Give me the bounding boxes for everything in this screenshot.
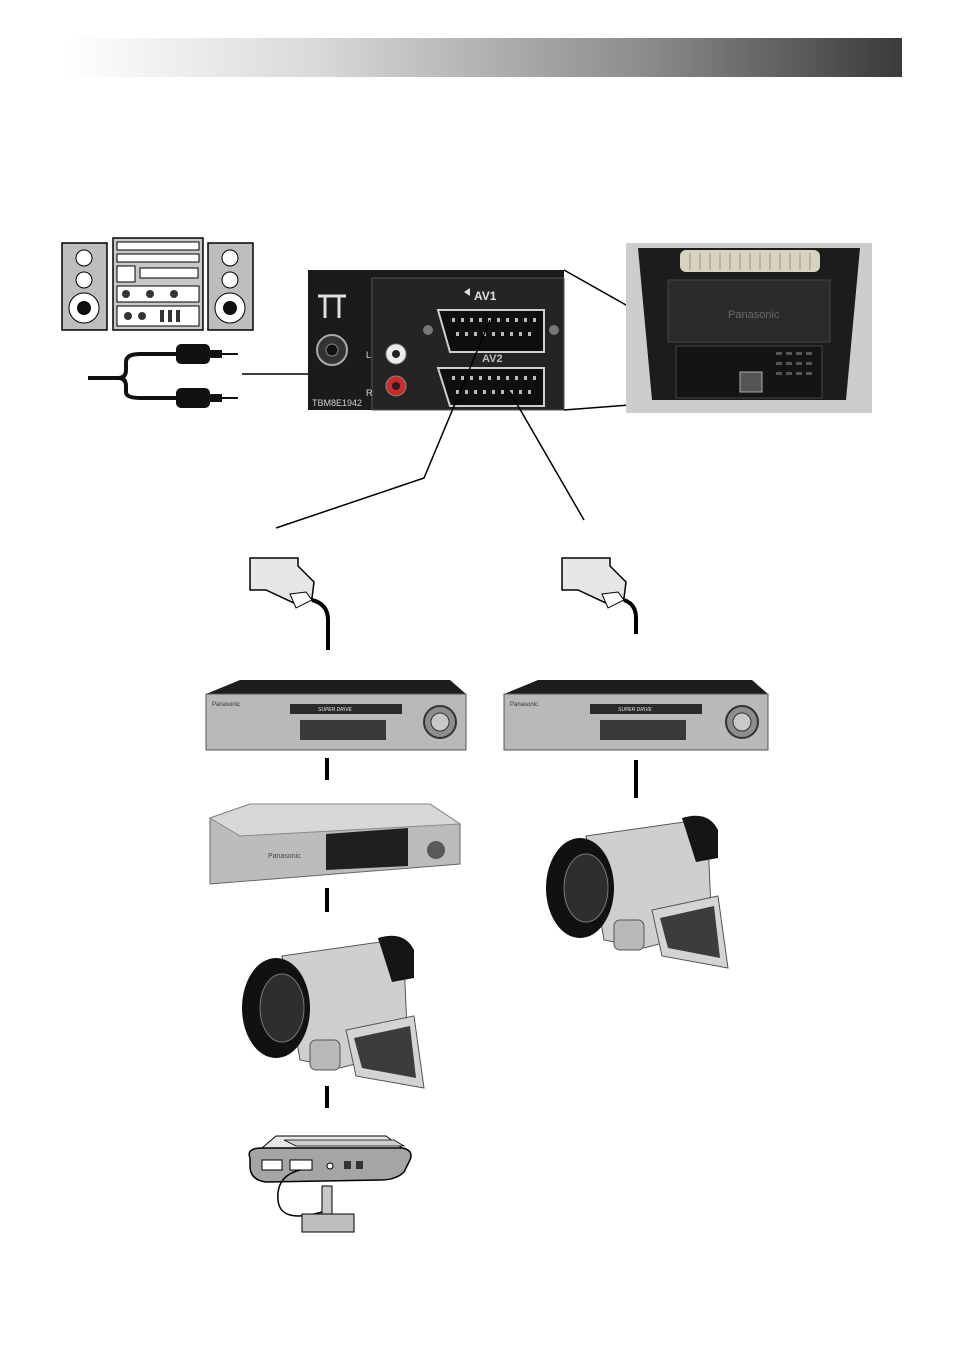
leader-line-av2 — [510, 392, 584, 520]
satellite-brand: Panasonic — [268, 853, 301, 860]
scart-plug-av1 — [250, 558, 328, 650]
hifi-system — [62, 238, 253, 330]
vcr-left-brand: Panasonic — [212, 702, 240, 708]
tv-brand-label: Panasonic — [728, 309, 780, 321]
right-speaker — [208, 243, 253, 330]
vcr-left-model: SUPER DRIVE — [318, 707, 353, 713]
audio-right-label: R — [366, 388, 373, 398]
vcr-right-model: SUPER DRIVE — [618, 707, 653, 713]
scart-av2-socket — [438, 368, 544, 406]
tv-rear-view: Panasonic — [626, 243, 872, 413]
av2-label: AV2 — [482, 353, 503, 365]
vcr-right-brand: Panasonic — [510, 702, 538, 708]
left-speaker — [62, 243, 107, 330]
camcorder-left — [242, 936, 424, 1088]
scart-plug-av2 — [562, 558, 636, 634]
camcorder-right — [546, 816, 728, 968]
tv-rear-panel: AV1 AV2 L R TBM8E1942 — [308, 270, 564, 410]
stereo-stack — [113, 238, 203, 330]
av1-label: AV1 — [474, 289, 497, 303]
antenna-unit — [249, 1136, 411, 1232]
satellite-receiver: Panasonic — [210, 804, 460, 884]
panel-model-code: TBM8E1942 — [312, 398, 362, 408]
vcr-left: Panasonic SUPER DRIVE — [206, 680, 466, 750]
audio-left-label: L — [366, 350, 371, 360]
vcr-right: Panasonic SUPER DRIVE — [504, 680, 768, 750]
